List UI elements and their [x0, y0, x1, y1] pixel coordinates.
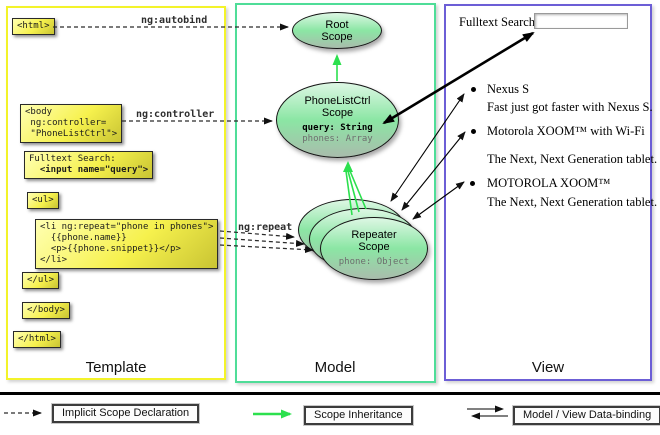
scope-title: Root — [325, 18, 349, 31]
code-line: <p>{{phone.snippet}}</p> — [40, 244, 181, 254]
code-line: Fulltext Search: — [29, 154, 116, 164]
code-line: "PhoneListCtrl"> — [25, 129, 118, 139]
code-line: <html> — [17, 21, 50, 31]
ul-close-tag-box: </ul> — [22, 272, 60, 289]
template-column-title: Template — [85, 359, 147, 376]
view-column-title: View — [531, 359, 565, 376]
scope-title: Scope — [321, 30, 353, 43]
code-line: </body> — [27, 305, 65, 315]
code-line: </li> — [40, 255, 68, 265]
code-line: ng:controller= — [25, 118, 107, 128]
phone-snippet: Fast just got faster with Nexus S. — [487, 100, 653, 114]
ng-repeat-label: ng:repeat — [238, 222, 293, 233]
scope-property: query: String — [302, 123, 373, 133]
bullet-icon — [471, 87, 476, 92]
scope-title: Scope — [358, 241, 390, 253]
code-line: <li ng:repeat="phone in phones"> — [40, 222, 214, 232]
body-close-tag-box: </body> — [22, 302, 70, 319]
repeater-scope-ellipse-front: Repeater Scope phone: Object — [320, 217, 428, 280]
legend-model-view-data-binding: Model / View Data-binding — [511, 405, 660, 426]
html-open-tag-box: <html> — [12, 18, 55, 35]
fulltext-search-markup-box: Fulltext Search: <input name="query"> — [24, 151, 154, 179]
model-column-title: Model — [314, 359, 356, 376]
view-column — [444, 4, 652, 381]
legend-scope-inheritance: Scope Inheritance — [303, 405, 414, 426]
phone-snippet: The Next, Next Generation tablet. — [487, 152, 658, 166]
html-close-tag-box: </html> — [13, 331, 61, 348]
phone-name: MOTOROLA XOOM™ — [487, 176, 611, 190]
phone-name: Motorola XOOM™ with Wi-Fi — [487, 124, 645, 138]
phone-snippet: The Next, Next Generation tablet. — [487, 195, 658, 209]
ul-open-tag-box: <ul> — [27, 192, 59, 209]
bullet-icon — [470, 181, 475, 186]
bullet-icon — [471, 129, 476, 134]
code-line: <ul> — [32, 195, 54, 205]
scope-property: phones: Array — [302, 134, 373, 144]
code-line: {{phone.name}} — [40, 233, 127, 243]
scope-property: phone: Object — [338, 257, 410, 267]
ng-autobind-label: ng:autobind — [141, 15, 208, 26]
code-line: </html> — [18, 334, 56, 344]
scope-title: PhoneListCtrl — [304, 95, 371, 107]
phone-name: Nexus S — [487, 82, 530, 96]
scope-title: Repeater — [351, 229, 397, 241]
scope-title: Scope — [321, 107, 354, 119]
fulltext-search-label: Fulltext Search: — [459, 15, 539, 29]
legend-implicit-scope-declaration: Implicit Scope Declaration — [50, 403, 201, 424]
fulltext-search-input[interactable] — [534, 13, 628, 29]
code-line: <body — [25, 107, 53, 117]
legend-separator — [0, 392, 660, 395]
code-line: </ul> — [27, 275, 55, 285]
root-scope-ellipse: Root Scope — [292, 12, 382, 49]
code-line: <input name="query"> — [29, 165, 149, 175]
ng-controller-label: ng:controller — [136, 109, 215, 120]
body-open-tag-box: <body ng:controller= "PhoneListCtrl"> — [20, 104, 123, 143]
model-column — [235, 3, 436, 383]
li-repeat-markup-box: <li ng:repeat="phone in phones"> {{phone… — [35, 219, 219, 269]
phonelistctrl-scope-ellipse: PhoneListCtrl Scope query: String phones… — [276, 82, 399, 158]
